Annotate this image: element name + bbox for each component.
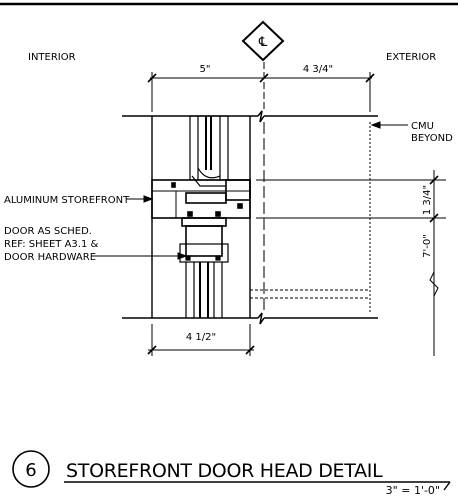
interior-label: INTERIOR	[28, 52, 76, 63]
storefront-frame	[189, 115, 229, 187]
head-section	[151, 179, 251, 257]
scale-tick	[443, 481, 451, 491]
cmu-beyond-outline	[250, 122, 371, 312]
bottom-width-dim: 4 1/2"	[186, 332, 216, 343]
detail-scale: 3" = 1'-0"	[386, 484, 440, 497]
interior-width-dim: 5"	[200, 64, 211, 75]
cmu-beyond-label: BEYOND	[411, 133, 453, 144]
detail-bubble: 6	[12, 450, 50, 488]
bottom-dimension	[147, 324, 255, 356]
door-leaf	[179, 243, 229, 318]
door-height-dim: 7'-0"	[422, 234, 433, 258]
sill-line	[122, 312, 378, 325]
exterior-width-dim: 4 3/4"	[303, 64, 333, 75]
storefront-leader	[126, 195, 154, 203]
exterior-label: EXTERIOR	[386, 52, 436, 63]
centerline-mark: ℄	[258, 35, 268, 50]
cmu-label: CMU	[411, 121, 434, 132]
head-height-dim: 1 3/4"	[422, 185, 433, 215]
detail-number: 6	[25, 460, 36, 481]
cmu-leader	[370, 121, 408, 129]
top-dimension	[147, 62, 375, 112]
door-label-line1: DOOR AS SCHED.	[4, 226, 92, 237]
door-label-line3: DOOR HARDWARE	[4, 252, 96, 263]
right-dimensions	[256, 170, 446, 356]
door-label-line2: REF: SHEET A3.1 &	[4, 239, 99, 250]
centerline-symbol: ℄	[241, 20, 285, 62]
detail-title: STOREFRONT DOOR HEAD DETAIL	[66, 460, 383, 482]
door-leader	[92, 252, 188, 260]
aluminum-storefront-label: ALUMINUM STOREFRONT	[4, 195, 130, 206]
